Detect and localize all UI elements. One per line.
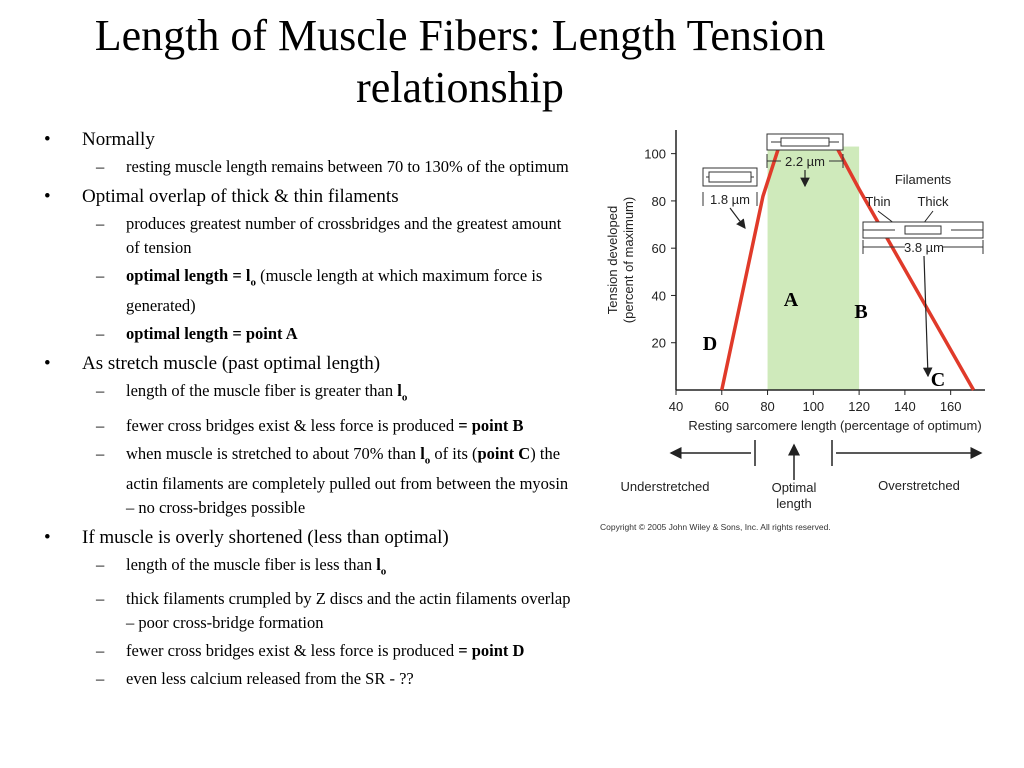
length-label-22: 2.2 µm: [785, 154, 825, 169]
y-axis-label-1: Tension developed: [605, 206, 620, 314]
bullet-dot: •: [44, 129, 51, 150]
x-tick-label: 120: [848, 399, 870, 414]
sub-bullet-text: of its (: [430, 443, 478, 463]
dash-mark: –: [96, 214, 105, 233]
x-tick-label: 100: [802, 399, 824, 414]
sub-bullet: – when muscle is stretched to about 70% t…: [44, 442, 574, 520]
sub-bullet: – even less calcium released from the SR …: [44, 667, 574, 691]
copyright-text: Copyright © 2005 John Wiley & Sons, Inc.…: [600, 522, 831, 532]
x-tick-label: 40: [669, 399, 683, 414]
optimal-region: [767, 146, 860, 390]
subscript: o: [380, 565, 387, 578]
x-axis-label: Resting sarcomere length (percentage of …: [688, 418, 981, 433]
length-tension-chart: 20 40 60 80 100 40 60 80 100 120 140 160 Tension d…: [600, 130, 985, 532]
dash-mark: –: [96, 381, 105, 401]
understretched-label: Understretched: [621, 479, 710, 494]
y-tick-label: 40: [652, 288, 666, 303]
subscript: o: [250, 276, 256, 289]
sub-bullet-text: length of the muscle fiber is greater th…: [126, 381, 398, 401]
dash-mark: –: [96, 669, 105, 689]
bullet-stretch: • As stretch muscle (past optimal length): [44, 352, 574, 375]
bullet-list: • Normally – resting muscle length remains…: [44, 128, 574, 691]
length-tension-figure: 20 40 60 80 100 40 60 80 100 120 140 160 Tension d…: [595, 120, 995, 540]
point-c-label: C: [931, 369, 945, 391]
sub-bullet: – fewer cross bridges exist & less force …: [44, 414, 574, 438]
bullet-text: As stretch muscle (past optimal length): [82, 353, 381, 375]
sub-bullet: – length of the muscle fiber is less than…: [44, 553, 574, 583]
bold-text: optimal length = l: [126, 266, 251, 285]
x-tick-label: 80: [760, 399, 774, 414]
bold-text: optimal length = point A: [126, 324, 298, 344]
sarcomere-short-icon: 1.8 µm: [702, 167, 758, 229]
sub-bullet-text: even less calcium released from the SR -…: [126, 669, 414, 689]
y-tick-label: 80: [652, 194, 666, 209]
sub-bullet-text: length of the muscle fiber is less than: [126, 554, 377, 574]
bold-text: l: [376, 554, 381, 574]
sub-bullet: – resting muscle length remains between 7…: [44, 155, 574, 179]
bullet-shortened: • If muscle is overly shortened (less tha…: [44, 526, 574, 549]
bold-text: = point B: [458, 415, 524, 435]
x-tick-label: 160: [940, 399, 962, 414]
slide-title: Length of Muscle Fibers: Length Tension …: [0, 10, 920, 114]
x-tick-label: 140: [894, 399, 916, 414]
bold-text: = point D: [458, 641, 525, 661]
thin-label: Thin: [865, 194, 890, 209]
title-line-1: Length of Muscle Fibers: Length Tension: [94, 11, 826, 60]
sub-bullet: – fewer cross bridges exist & less force …: [44, 639, 574, 663]
dash-mark: –: [96, 415, 105, 435]
optimal-length-label-2: length: [776, 496, 811, 511]
sub-bullet-text: thick filaments crumpled by Z discs and …: [126, 589, 571, 633]
bullet-dot: •: [44, 526, 51, 548]
sarcomere-long-icon: 3.8 µm: [862, 221, 984, 378]
y-tick-label: 20: [652, 336, 666, 351]
length-label-18: 1.8 µm: [710, 192, 750, 207]
dash-mark: –: [96, 324, 105, 344]
sub-bullet: – produces greatest number of crossbridge…: [44, 212, 574, 260]
subscript: o: [401, 391, 408, 404]
sub-bullet: – optimal length = lo (muscle length at w…: [44, 264, 574, 318]
bullet-text: Optimal overlap of thick & thin filament…: [82, 186, 399, 207]
title-line-2: relationship: [356, 63, 564, 112]
optimal-length-label-1: Optimal: [772, 480, 817, 495]
sub-bullet-text: (muscle length at which maximum force is…: [126, 266, 543, 316]
bullet-dot: •: [44, 186, 51, 207]
sarcomere-optimal-icon: 2.2 µm: [766, 133, 844, 188]
bullet-dot: •: [44, 353, 51, 375]
thick-label: Thick: [917, 194, 949, 209]
sub-bullet-text: fewer cross bridges exist & less force i…: [126, 641, 459, 661]
y-tick-label: 100: [644, 147, 666, 162]
dash-mark: –: [96, 589, 105, 609]
subscript: o: [424, 453, 431, 466]
point-b-label: B: [854, 301, 867, 323]
bullet-text: Normally: [82, 129, 155, 150]
sub-bullet-text: fewer cross bridges exist & less force i…: [126, 415, 459, 435]
bullet-normally: • Normally: [44, 128, 574, 151]
dash-mark: –: [96, 266, 105, 285]
bold-text: point C: [477, 443, 531, 463]
sub-bullet-text: ) the actin filaments are completely pul…: [126, 443, 569, 517]
point-d-label: D: [703, 333, 717, 355]
dash-mark: –: [96, 157, 105, 176]
point-a-label: A: [784, 289, 799, 311]
sub-bullet-text: resting muscle length remains between 70…: [126, 157, 569, 176]
y-axis-label-2: (percent of maximum): [621, 197, 636, 323]
dash-mark: –: [96, 554, 105, 574]
filaments-label: Filaments: [895, 172, 952, 187]
bullet-text: If muscle is overly shortened (less than…: [82, 526, 449, 548]
sub-bullet-text: produces greatest number of crossbridges…: [126, 214, 562, 257]
bold-text: l: [397, 381, 402, 401]
sub-bullet: – optimal length = point A: [44, 322, 574, 346]
bullet-optimal-overlap: • Optimal overlap of thick & thin filamen…: [44, 185, 574, 208]
sub-bullet: – length of the muscle fiber is greater t…: [44, 379, 574, 409]
x-tick-label: 60: [715, 399, 729, 414]
sub-bullet: – thick filaments crumpled by Z discs and…: [44, 587, 574, 635]
y-tick-label: 60: [652, 241, 666, 256]
dash-mark: –: [96, 443, 105, 463]
overstretched-label: Overstretched: [878, 478, 960, 493]
length-label-38: 3.8 µm: [904, 240, 944, 255]
dash-mark: –: [96, 641, 105, 661]
sub-bullet-text: when muscle is stretched to about 70% th…: [126, 443, 421, 463]
bold-text: l: [420, 443, 425, 463]
